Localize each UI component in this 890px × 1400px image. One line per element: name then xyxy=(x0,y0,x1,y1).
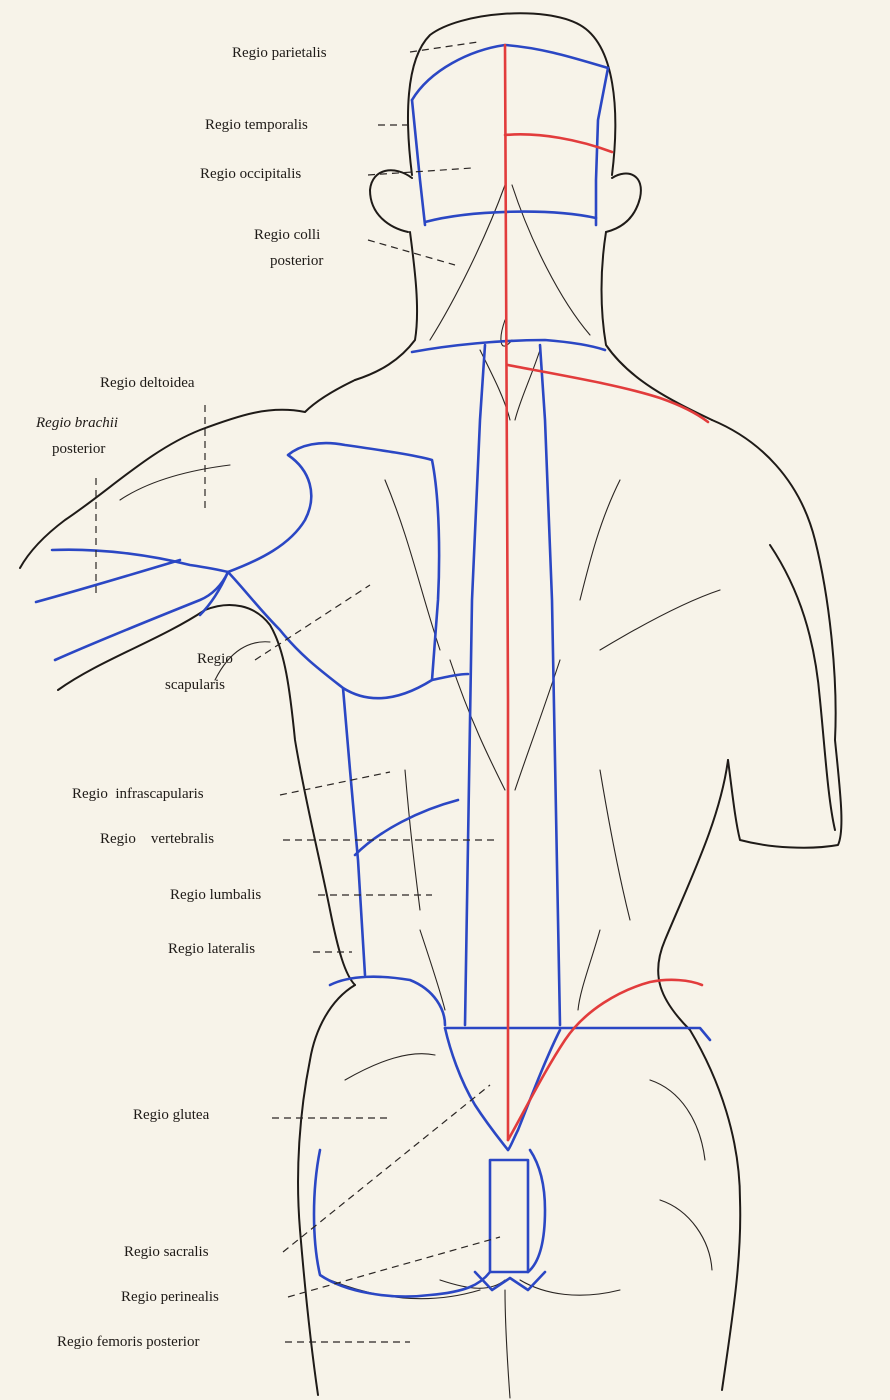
sacral-triangle-left xyxy=(445,1028,508,1150)
right-torso-side xyxy=(658,760,740,1390)
lumbar-lower-left xyxy=(330,977,445,1025)
label-regio-occipitalis: Regio occipitalis xyxy=(200,165,301,183)
label-regio-infrascapularis: Regio infrascapularis xyxy=(72,785,204,803)
left-leg-inner xyxy=(505,1290,510,1398)
infrascapular-top xyxy=(432,674,468,680)
label-regio-scapularis: Regio xyxy=(197,650,233,668)
muscle-contours xyxy=(120,185,720,1270)
arm-line-1 xyxy=(36,560,180,602)
label-brachii-posterior: posterior xyxy=(52,440,105,458)
arm-line-3 xyxy=(200,572,228,615)
label-regio-colli: Regio colli xyxy=(254,226,320,244)
neck-left xyxy=(355,232,417,380)
deltoid-lower-line xyxy=(52,550,228,572)
label-colli-posterior: posterior xyxy=(270,252,323,270)
neck-right xyxy=(602,232,713,420)
scapular-region xyxy=(228,443,439,698)
glute-left-outline xyxy=(314,1150,490,1296)
occipital-lower-line xyxy=(425,212,596,222)
midline-marks xyxy=(505,45,708,1140)
glute-right-outline xyxy=(528,1150,545,1272)
lumbar-boundary xyxy=(355,800,458,855)
label-regio-brachii: Regio brachii xyxy=(36,414,118,432)
arm-line-2 xyxy=(55,572,228,660)
label-regio-lumbalis: Regio lumbalis xyxy=(170,886,261,904)
posterior-midline xyxy=(505,45,508,1140)
vertebral-left-line xyxy=(465,345,485,1025)
sacral-top-line xyxy=(445,1028,710,1040)
label-regio-lateralis: Regio lateralis xyxy=(168,940,255,958)
parietal-boundary xyxy=(412,45,608,100)
right-ear xyxy=(606,174,641,232)
label-regio-glutea: Regio glutea xyxy=(133,1106,209,1124)
left-hip-thigh xyxy=(298,985,355,1395)
infrascapular-boundary xyxy=(343,688,365,975)
coccyx-box xyxy=(490,1160,528,1272)
head-outline xyxy=(408,13,615,175)
label-regio-femoris-posterior: Regio femoris posterior xyxy=(57,1333,199,1351)
label-regio-perinealis: Regio perinealis xyxy=(121,1288,219,1306)
right-shoulder-arm xyxy=(712,420,841,848)
label-regio-deltoidea: Regio deltoidea xyxy=(100,374,195,392)
temporal-left-line xyxy=(412,100,425,225)
shoulder-red-line xyxy=(508,365,708,422)
label-regio-sacralis: Regio sacralis xyxy=(124,1243,209,1261)
left-ear xyxy=(370,170,412,232)
label-regio-temporalis: Regio temporalis xyxy=(205,116,308,134)
label-regio-parietalis: Regio parietalis xyxy=(232,44,327,62)
iliac-red-line xyxy=(508,980,702,1140)
neck-base-line xyxy=(412,340,605,352)
label-regio-vertebralis: Regio vertebralis xyxy=(100,830,214,848)
label-scapularis: scapularis xyxy=(165,676,225,694)
vertebral-right-line xyxy=(540,345,560,1025)
